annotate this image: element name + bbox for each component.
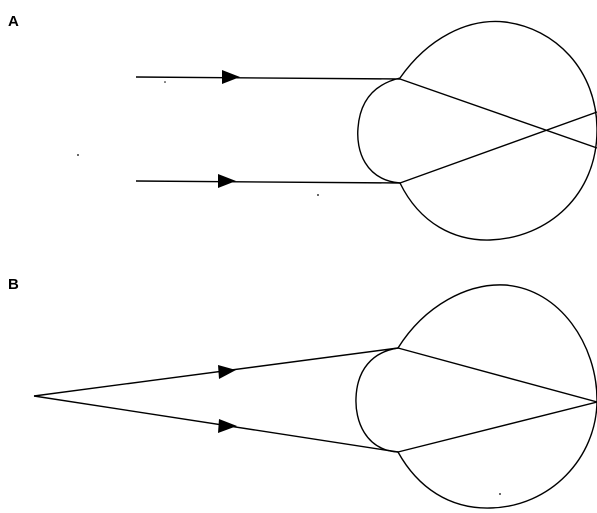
ray-b-bottom-refracted <box>398 402 597 452</box>
ray-b-top-refracted <box>398 348 597 402</box>
panel-a <box>136 21 597 240</box>
panel-b-label: B <box>8 276 19 293</box>
panel-b <box>34 285 597 508</box>
ray-a-top-refracted <box>400 79 597 148</box>
panel-a-label: A <box>8 13 19 30</box>
eye-icon <box>358 21 597 240</box>
ray-a-top-incoming <box>136 77 400 79</box>
ray-a-bottom-refracted <box>400 112 597 183</box>
arrow-b-bottom <box>218 419 237 433</box>
arrow-b-top <box>218 365 236 379</box>
eye-icon <box>356 285 597 508</box>
arrow-a-top <box>222 70 240 84</box>
ray-b-bottom-incoming <box>34 396 398 452</box>
arrow-a-bottom <box>218 174 236 188</box>
ray-b-top-incoming <box>34 348 398 396</box>
ray-a-bottom-incoming <box>136 181 400 183</box>
scan-specks <box>77 81 501 495</box>
